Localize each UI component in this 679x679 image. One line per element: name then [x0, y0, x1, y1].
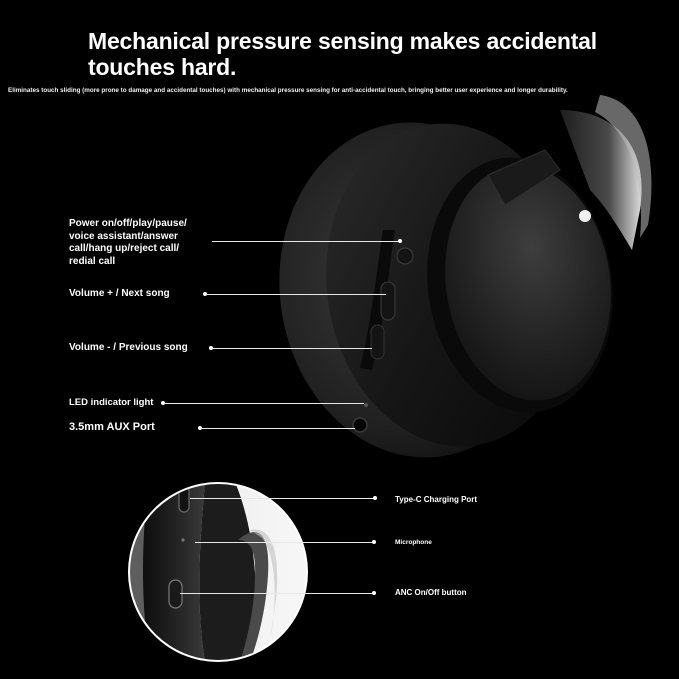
callout-volume-down-line: [212, 348, 372, 349]
callout-led-label: LED indicator light: [69, 397, 154, 408]
callout-led-start-dot: [161, 401, 165, 405]
callout-mic-line: [195, 542, 373, 543]
callout-power-dot: [398, 239, 402, 243]
callout-volume-down-start-dot: [209, 346, 213, 350]
callout-power-line: [212, 241, 400, 242]
callout-aux-start-dot: [198, 426, 202, 430]
callout-anc-line: [180, 593, 373, 594]
page-title: Mechanical pressure sensing makes accide…: [88, 28, 597, 80]
page-subtitle: Eliminates touch sliding (more prone to …: [8, 87, 568, 94]
callout-mic-label: Microphone: [395, 539, 432, 546]
callout-typec-label: Type-C Charging Port: [395, 495, 478, 504]
callout-volume-up-start-dot: [203, 292, 207, 296]
callout-led-line: [164, 403, 364, 404]
callout-volume-up-label: Volume + / Next song: [69, 288, 170, 299]
callout-typec-dot: [373, 496, 377, 500]
callout-anc-dot: [372, 591, 376, 595]
callout-aux-label: 3.5mm AUX Port: [69, 421, 155, 433]
callout-mic-dot: [372, 540, 376, 544]
callout-anc-label: ANC On/Off button: [395, 588, 467, 597]
callout-volume-down-label: Volume - / Previous song: [69, 342, 188, 353]
callout-power-label: Power on/off/play/pause/ voice assistant…: [69, 218, 187, 267]
callout-volume-up-line: [206, 294, 386, 295]
callout-typec-line: [190, 498, 374, 499]
callout-aux-line: [201, 428, 355, 429]
